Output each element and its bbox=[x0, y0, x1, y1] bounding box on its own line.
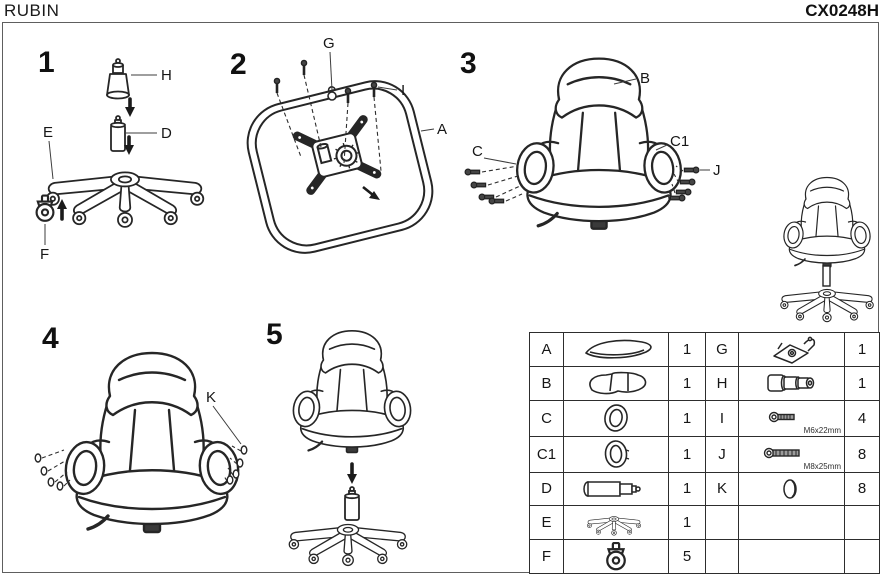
mechanism-icon bbox=[772, 337, 815, 365]
part-label-c: C bbox=[472, 143, 483, 160]
part-label-j: J bbox=[713, 162, 721, 179]
armrest-icon bbox=[604, 404, 628, 432]
cap-icon bbox=[782, 479, 797, 499]
parts-table: A 1 G bbox=[529, 332, 880, 574]
part-label-e: E bbox=[43, 124, 53, 141]
part-icon-cell bbox=[738, 471, 845, 507]
part-qty: 1 bbox=[668, 471, 706, 507]
parts-table-row: E 1 bbox=[529, 505, 880, 541]
parts-table-row: C1 1 J bbox=[529, 435, 880, 473]
part-icon-cell bbox=[563, 471, 669, 507]
screw-size-note: M6x22mm bbox=[803, 425, 841, 435]
part-label-d: D bbox=[161, 125, 172, 142]
part-icon-cell bbox=[738, 332, 845, 367]
parts-table-row: D 1 K bbox=[529, 471, 880, 507]
part-label-i: I bbox=[401, 82, 405, 99]
empty-cell bbox=[844, 539, 880, 574]
part-label-f: F bbox=[40, 246, 49, 263]
part-label-k: K bbox=[206, 389, 216, 406]
part-qty: 1 bbox=[668, 435, 706, 473]
part-icon-cell bbox=[738, 365, 845, 401]
part-qty: 8 bbox=[844, 435, 880, 473]
parts-table-row: B 1 H bbox=[529, 365, 880, 401]
step4-diagram: K bbox=[34, 351, 248, 534]
armrest-icon bbox=[604, 440, 630, 468]
part-qty: 5 bbox=[668, 539, 706, 574]
empty-cell bbox=[738, 539, 845, 574]
parts-table-row: C 1 I bbox=[529, 399, 880, 437]
part-label-b: B bbox=[640, 70, 650, 87]
caster-icon bbox=[606, 541, 626, 570]
step2-number: 2 bbox=[230, 48, 247, 81]
part-qty: 1 bbox=[668, 365, 706, 401]
screw-icon bbox=[768, 411, 795, 423]
part-icon-cell bbox=[563, 505, 669, 541]
part-icon-cell: M6x22mm bbox=[738, 399, 845, 437]
part-letter: C1 bbox=[529, 435, 564, 473]
step1-number: 1 bbox=[38, 46, 55, 79]
part-qty: 1 bbox=[844, 365, 880, 401]
screw-icon bbox=[763, 447, 800, 459]
part-label-c1: C1 bbox=[670, 133, 689, 150]
part-qty: 8 bbox=[844, 471, 880, 507]
parts-table-row: F 5 bbox=[529, 539, 880, 574]
part-label-a: A bbox=[437, 121, 447, 138]
part-letter: H bbox=[705, 365, 739, 401]
step2-diagram: G I A bbox=[246, 35, 447, 254]
gas-lift-icon bbox=[583, 481, 641, 497]
step3-number: 3 bbox=[460, 47, 477, 80]
telescopic-cover-icon bbox=[766, 374, 814, 392]
step5-diagram bbox=[288, 329, 414, 567]
part-letter: G bbox=[705, 332, 739, 367]
headrest-icon bbox=[589, 372, 647, 395]
step1-diagram: H D E F bbox=[35, 58, 205, 263]
part-letter: D bbox=[529, 471, 564, 507]
part-letter: B bbox=[529, 365, 564, 401]
part-letter: I bbox=[705, 399, 739, 437]
part-qty: 1 bbox=[844, 332, 880, 367]
part-icon-cell bbox=[563, 539, 669, 574]
empty-cell bbox=[705, 539, 739, 574]
part-letter: C bbox=[529, 399, 564, 437]
header-model: CX0248H bbox=[805, 1, 879, 20]
header-brand: RUBIN bbox=[4, 1, 60, 20]
part-icon-cell bbox=[563, 435, 669, 473]
step5-number: 5 bbox=[266, 318, 283, 351]
part-icon-cell: M8x25mm bbox=[738, 435, 845, 473]
step4-number: 4 bbox=[42, 322, 59, 355]
assembled-chair-preview bbox=[780, 176, 874, 323]
part-icon-cell bbox=[563, 365, 669, 401]
empty-cell bbox=[705, 505, 739, 541]
part-icon-cell bbox=[563, 399, 669, 437]
part-qty: 1 bbox=[668, 505, 706, 541]
content-frame bbox=[2, 22, 879, 573]
seat-icon bbox=[585, 340, 652, 359]
screw-size-note: M8x25mm bbox=[803, 461, 841, 471]
part-qty: 1 bbox=[668, 399, 706, 437]
part-letter: J bbox=[705, 435, 739, 473]
part-letter: K bbox=[705, 471, 739, 507]
part-icon-cell bbox=[563, 332, 669, 367]
parts-table-row: A 1 G bbox=[529, 332, 880, 367]
empty-cell bbox=[738, 505, 845, 541]
empty-cell bbox=[844, 505, 880, 541]
part-qty: 1 bbox=[668, 332, 706, 367]
part-letter: A bbox=[529, 332, 564, 367]
part-label-h: H bbox=[161, 67, 172, 84]
part-letter: F bbox=[529, 539, 564, 574]
part-label-g: G bbox=[323, 35, 335, 52]
base-icon bbox=[586, 516, 642, 536]
part-letter: E bbox=[529, 505, 564, 541]
step3-diagram: B C C1 J bbox=[464, 57, 721, 231]
part-qty: 4 bbox=[844, 399, 880, 437]
